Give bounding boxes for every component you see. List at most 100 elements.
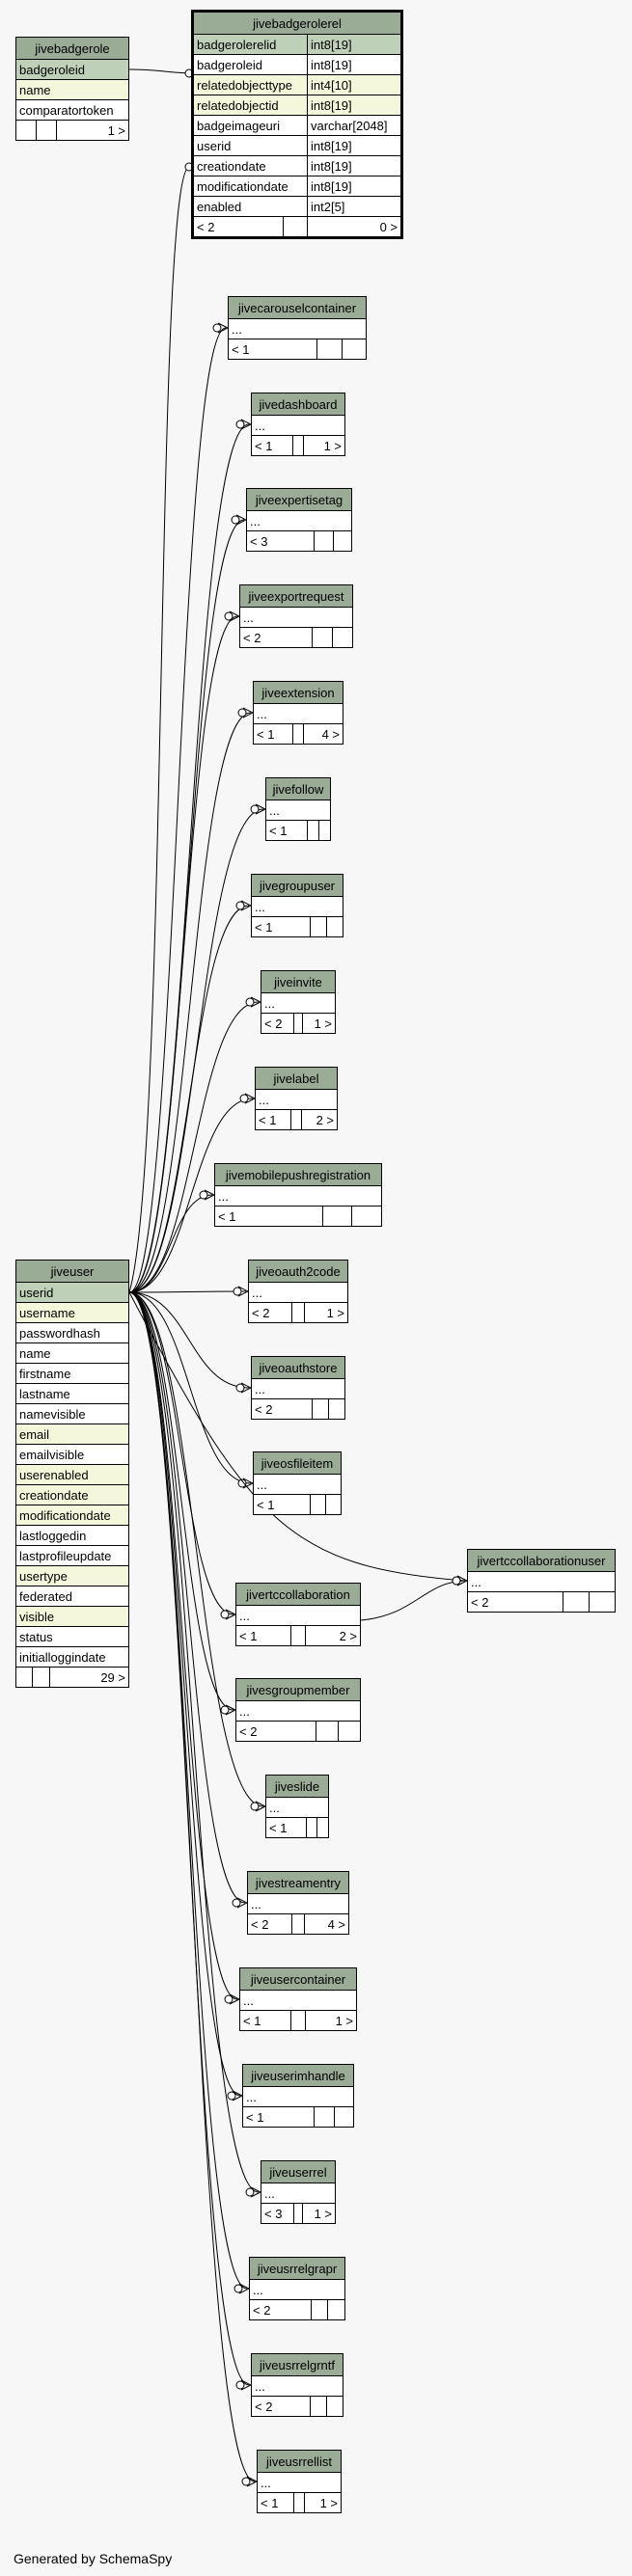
table-title[interactable]: jivebadgerolerel (193, 12, 401, 35)
footer-cell (314, 530, 334, 552)
table-title[interactable]: jivertccollaborationuser (467, 1549, 616, 1572)
children-count (338, 1721, 361, 1742)
table-footer: < 3 (245, 530, 353, 552)
children-count: 2 > (305, 1625, 361, 1646)
table-title[interactable]: jiveosfileitem (253, 1451, 342, 1475)
link-rtccollab-rtccollabuser (360, 1580, 466, 1621)
table-jivertccollaborationuser[interactable]: jivertccollaborationuser...< 2 (467, 1549, 617, 1613)
column-type: int8[19] (307, 155, 401, 176)
table-title[interactable]: jivedashboard (251, 393, 345, 416)
table-title[interactable]: jiveoauth2code (248, 1260, 348, 1283)
table-jiveexpertisetag[interactable]: jiveexpertisetag...< 3 (245, 488, 353, 552)
crowfoot-marker (242, 1478, 255, 1489)
table-jiveuserimhandle[interactable]: jiveuserimhandle...< 1 (241, 2064, 355, 2128)
table-footer: 29 > (14, 1667, 130, 1688)
link-user-jivegroupuser (128, 905, 250, 1293)
table-footer: < 2 (251, 1398, 346, 1420)
table-title[interactable]: jiveexpertisetag (246, 488, 352, 511)
table-title[interactable]: jiveoauthstore (251, 1356, 345, 1379)
table-title[interactable]: jivemobilepushregistration (214, 1163, 382, 1186)
column-row: ... (249, 2279, 345, 2300)
table-jiveslide[interactable]: jiveslide...< 1 (265, 1775, 329, 1838)
table-title[interactable]: jiveuserimhandle (242, 2064, 354, 2087)
link-user-jivesgroupmember (128, 1291, 234, 1711)
table-title[interactable]: jiveusercontainer (239, 1967, 357, 1991)
table-jivemobilepushregistration[interactable]: jivemobilepushregistration...< 1 (214, 1163, 382, 1227)
parents-count: < 1 (253, 723, 293, 745)
table-jivegroupuser[interactable]: jivegroupuser...< 1 (250, 874, 343, 937)
children-count (327, 2299, 345, 2320)
column-row: ... (467, 1571, 616, 1592)
column-row: ... (251, 896, 343, 917)
table-title[interactable]: jiveslide (265, 1775, 329, 1798)
table-title[interactable]: jivecarouselcontainer (228, 296, 367, 319)
crowfoot-marker (237, 1286, 250, 1297)
table-title[interactable]: jiveuserrel (261, 2160, 336, 2183)
optional-marker (235, 1383, 245, 1393)
column-name: userid (193, 135, 308, 156)
table-jiveoauthstore[interactable]: jiveoauthstore...< 2 (251, 1356, 346, 1420)
column-row: name (15, 79, 129, 100)
column-name: userenabled (15, 1464, 129, 1485)
table-title[interactable]: jivertccollaboration (235, 1583, 361, 1606)
table-title[interactable]: jivegroupuser (251, 874, 343, 897)
footer-cell (312, 627, 334, 648)
table-jiveosfileitem[interactable]: jiveosfileitem...< 1 (253, 1451, 343, 1515)
children-count (324, 1494, 343, 1515)
table-title[interactable]: jivesgroupmember (235, 1678, 361, 1701)
table-jivesgroupmember[interactable]: jivesgroupmember...< 2 (234, 1678, 361, 1742)
column-name: email (15, 1424, 129, 1445)
optional-marker (235, 2380, 245, 2390)
table-jiveusrrelgrntf[interactable]: jiveusrrelgrntf...< 2 (250, 2353, 343, 2417)
table-jiveusrrelgrapr[interactable]: jiveusrrelgrapr...< 2 (249, 2257, 345, 2320)
column-name: ... (239, 607, 353, 628)
column-name: ... (251, 896, 343, 917)
table-title[interactable]: jiveextension (253, 681, 343, 704)
table-footer: 1 > (15, 120, 129, 141)
table-jiveexportrequest[interactable]: jiveexportrequest...< 2 (238, 584, 353, 648)
table-title[interactable]: jiveexportrequest (239, 584, 353, 608)
table-title[interactable]: jivestreamentry (247, 1871, 349, 1894)
table-title[interactable]: jiveusrrelgrapr (249, 2257, 345, 2280)
table-title[interactable]: jiveusrrelgrntf (251, 2353, 343, 2376)
table-title[interactable]: jivebadgerole (15, 37, 129, 60)
crowfoot-marker (456, 1575, 469, 1586)
column-row: modificationdate (15, 1505, 129, 1526)
parents-count: < 1 (253, 1494, 311, 1515)
column-name: ... (214, 1185, 382, 1207)
footer-cell (292, 1013, 304, 1034)
footer-cell (309, 1494, 326, 1515)
table-title[interactable]: jiveusrrellist (257, 2450, 342, 2473)
footer-cell (321, 1206, 353, 1227)
footer-cell (292, 2203, 304, 2224)
column-row: status (15, 1626, 129, 1647)
parents-count: < 2 (250, 2396, 312, 2417)
table-jivefollow[interactable]: jivefollow...< 1 (264, 777, 331, 841)
footer-cell (316, 339, 343, 360)
table-title[interactable]: jiveuser (15, 1260, 129, 1283)
optional-marker (184, 162, 194, 172)
table-title[interactable]: jivelabel (255, 1067, 338, 1090)
table-title[interactable]: jiveinvite (261, 970, 336, 993)
column-row: ... (265, 800, 331, 821)
table-jivecarouselcontainer[interactable]: jivecarouselcontainer...< 1 (227, 296, 368, 360)
column-name: badgerolerelid (193, 34, 308, 55)
column-type: int8[19] (307, 34, 401, 55)
table-title[interactable]: jivefollow (265, 777, 331, 800)
column-type: int2[5] (307, 196, 401, 217)
